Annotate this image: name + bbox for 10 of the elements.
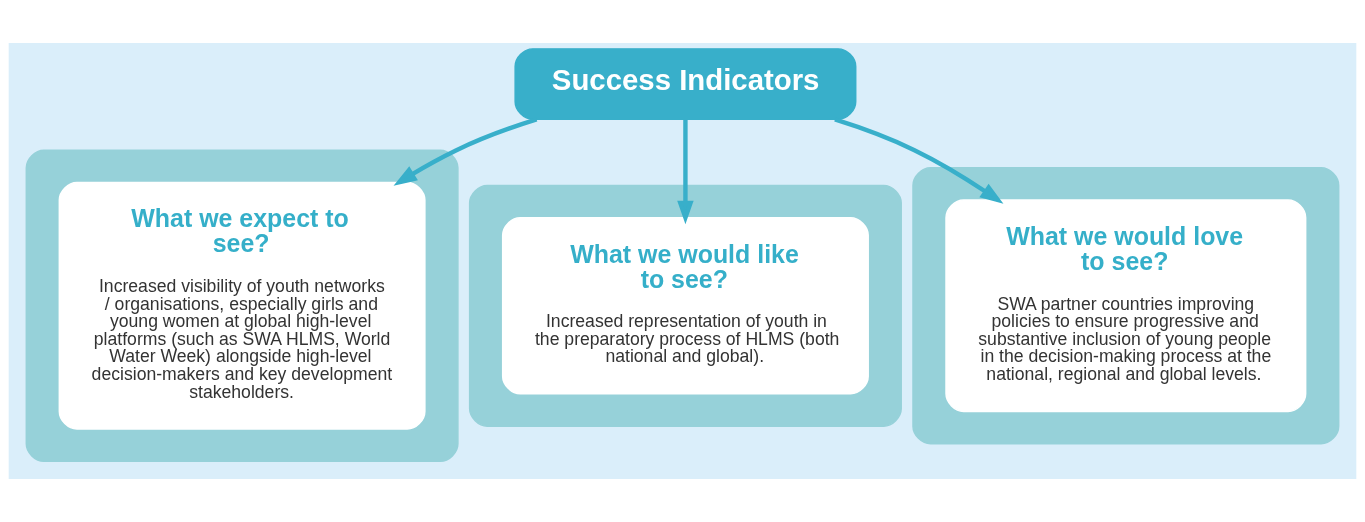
node-box: Success Indicators (514, 48, 857, 121)
node-box: What we would love to see? SWA partner countries improving policies to ensure progressive and substantive inclusion of young people in the decision-making process at the national, regional and global levels. (945, 199, 1307, 413)
node-box: What we expect to see? Increased visibility of youth networks / organisations, especially girls and young women at global high-level platforms (such as SWA HLMS, World Water Week) alongside high-level decision-makers and key development stakeholders. (58, 181, 426, 430)
arrow (677, 119, 694, 225)
cluster (912, 167, 1340, 445)
cluster (25, 149, 459, 463)
arrow (393, 117, 538, 186)
arrow (834, 117, 1004, 204)
node-box: What we would like to see? Increased representation of youth in the preparatory process of HLMS (both national and global). (501, 216, 869, 395)
cluster (468, 184, 902, 427)
